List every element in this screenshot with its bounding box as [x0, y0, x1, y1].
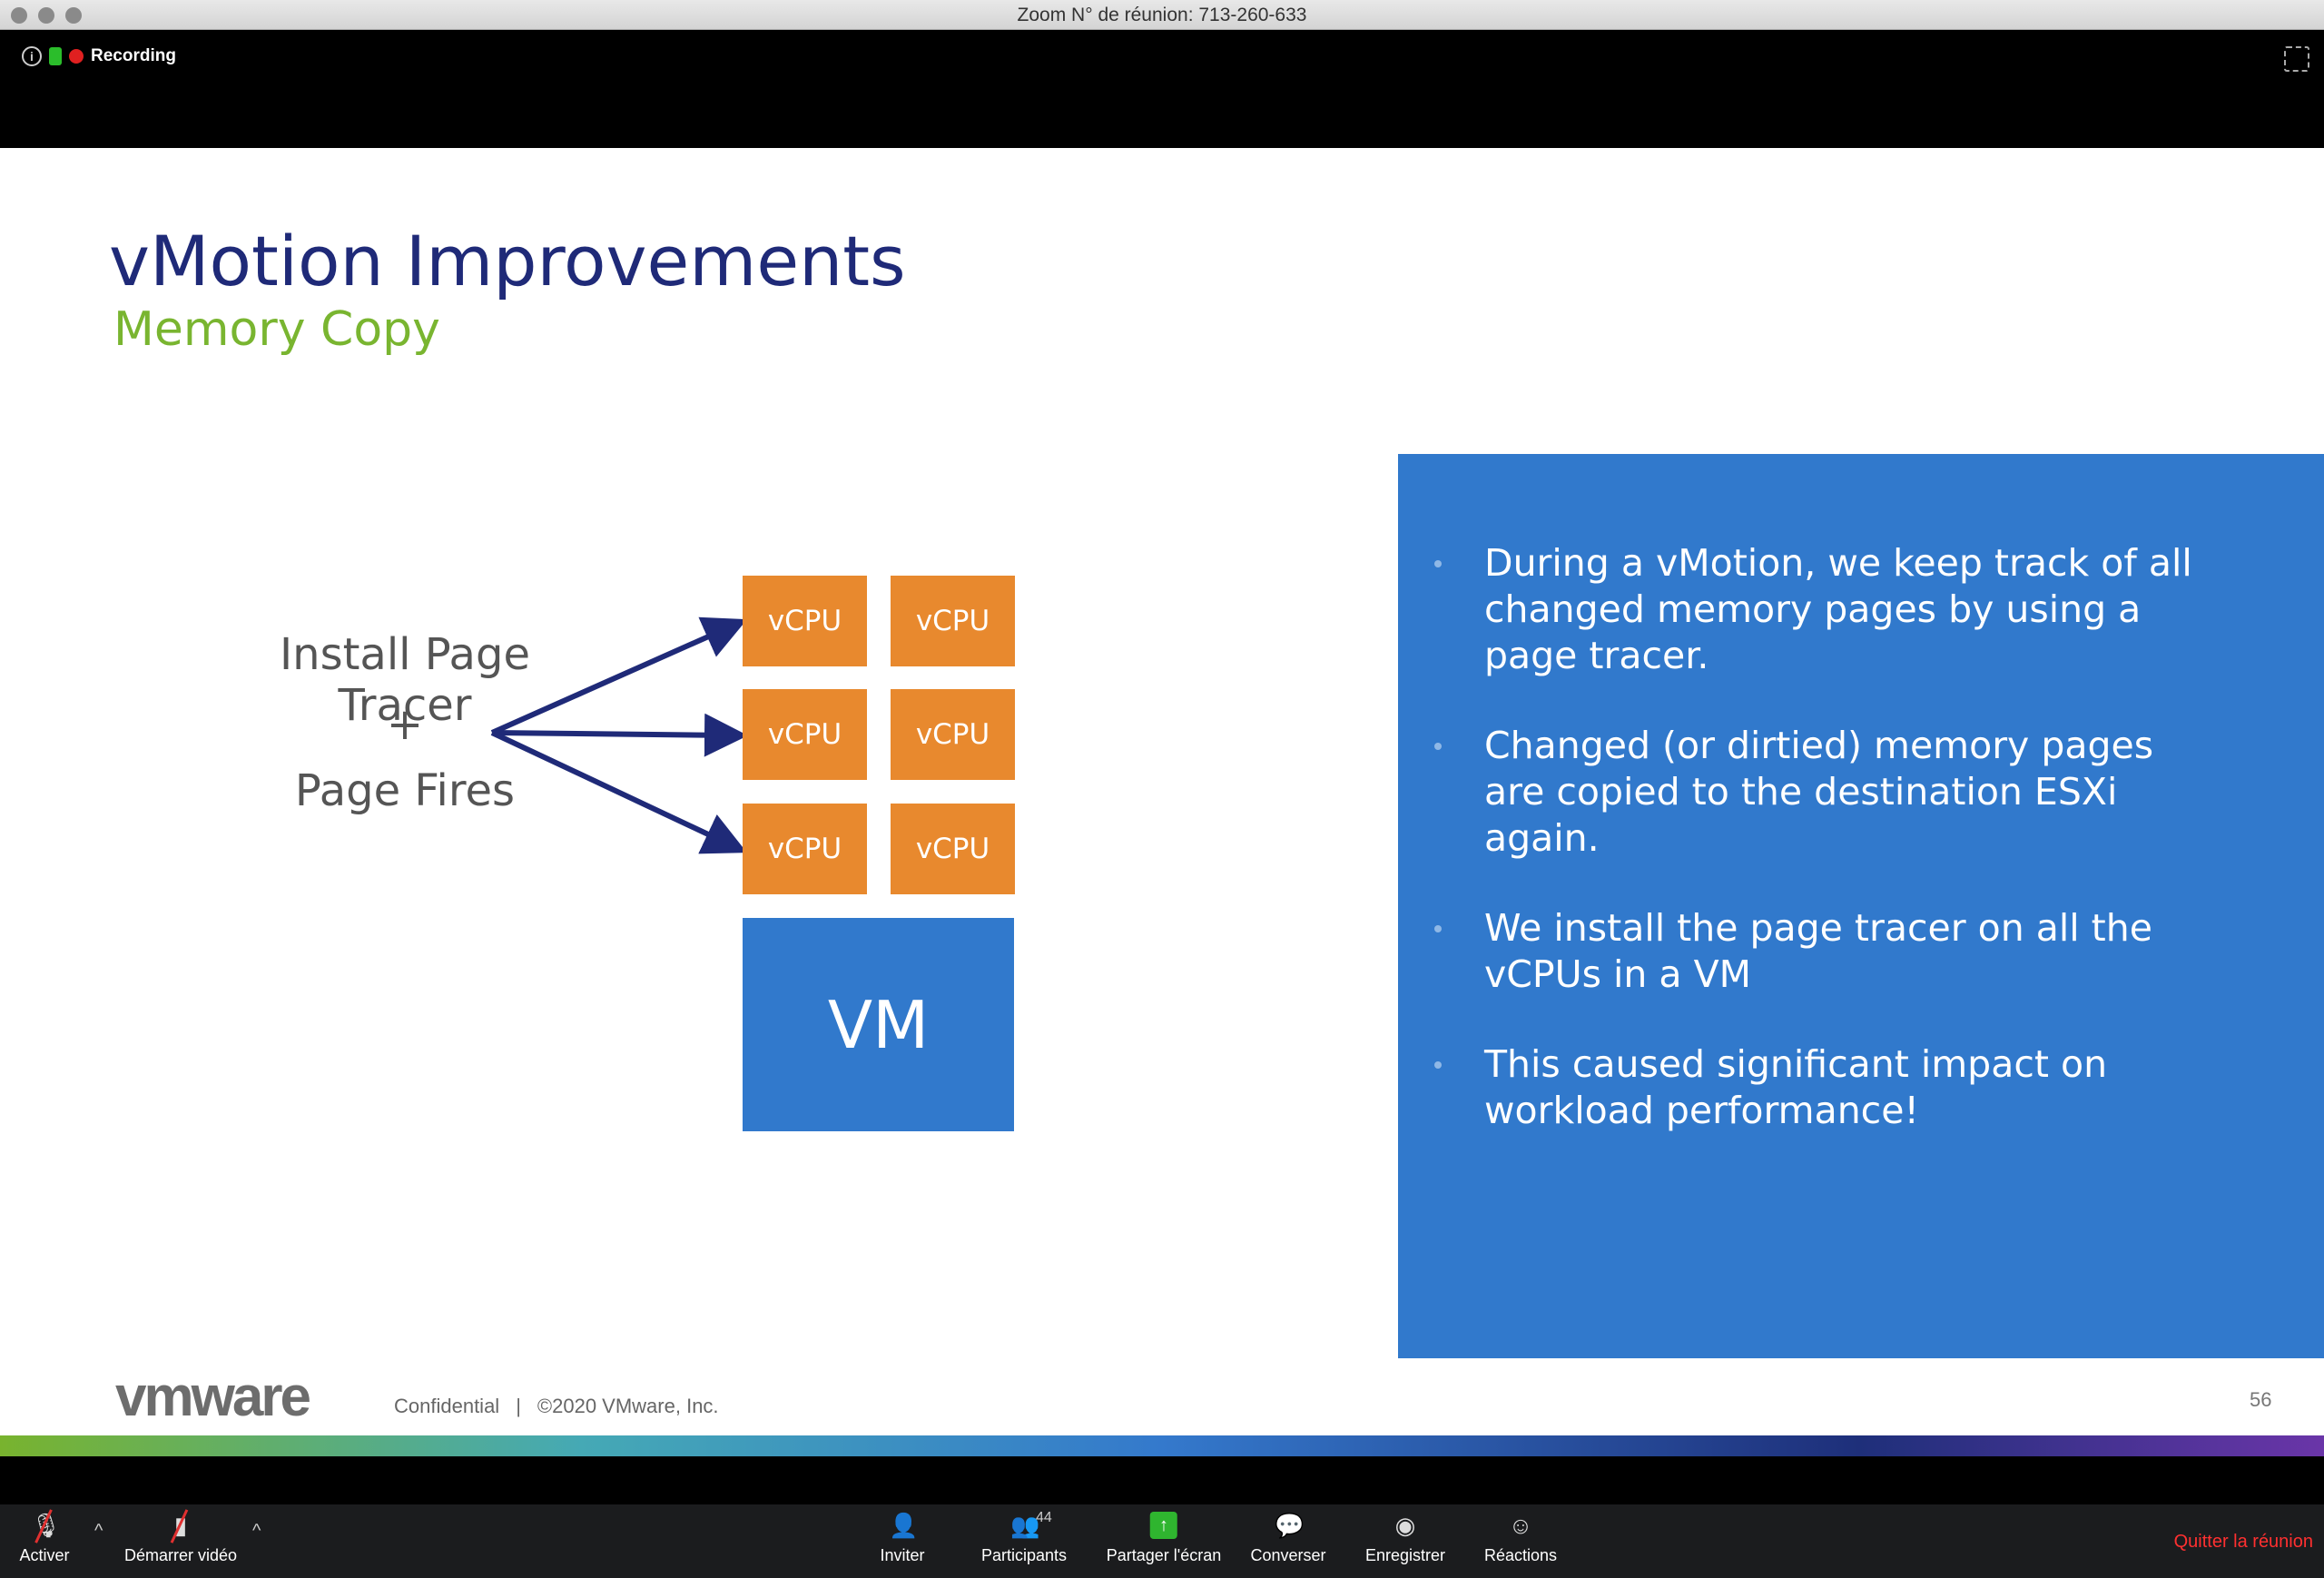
- chat-icon: 💬: [1275, 1512, 1305, 1539]
- window-title: Zoom N° de réunion: 713-260-633: [1017, 5, 1307, 25]
- arrow-top: [490, 616, 747, 735]
- meeting-topbar: i Recording: [0, 30, 2324, 148]
- bullet-item: We install the page tracer on all the vC…: [1434, 905, 2211, 998]
- vcpu-box: vCPU: [891, 689, 1015, 780]
- slide-title: vMotion Improvements: [109, 221, 906, 301]
- reactions-button[interactable]: ☺ Réactions: [1484, 1512, 1557, 1565]
- vcpu-box: vCPU: [743, 804, 867, 894]
- copyright-label: ©2020 VMware, Inc.: [537, 1395, 719, 1417]
- vcpu-box: vCPU: [743, 689, 867, 780]
- install-page-tracer-label: Install Page Tracer: [280, 629, 530, 731]
- recording-label: Recording: [91, 46, 176, 65]
- info-icon[interactable]: i: [22, 46, 42, 66]
- page-number: 56: [2250, 1388, 2272, 1411]
- slide-subtitle: Memory Copy: [113, 302, 440, 357]
- arrow-middle: [491, 713, 748, 757]
- vcpu-box: vCPU: [891, 576, 1015, 666]
- record-icon: ◉: [1394, 1512, 1416, 1539]
- vmware-logo: vmware: [115, 1366, 311, 1428]
- invite-label: Inviter: [880, 1546, 925, 1564]
- diagram-arrows: [490, 616, 748, 854]
- chat-label: Converser: [1250, 1546, 1326, 1564]
- window-controls[interactable]: [11, 7, 82, 24]
- vcpu-box: vCPU: [891, 804, 1015, 894]
- record-label: Enregistrer: [1364, 1546, 1446, 1564]
- audio-options-chevron-icon[interactable]: ^: [94, 1521, 103, 1541]
- window-titlebar: Zoom N° de réunion: 713-260-633: [0, 0, 2324, 30]
- add-user-icon: 👤: [889, 1512, 919, 1539]
- minimize-button[interactable]: [38, 7, 54, 24]
- bullet-item: Changed (or dirtied) memory pages are co…: [1434, 723, 2211, 862]
- participants-icon: 👥44: [1010, 1510, 1052, 1539]
- close-button[interactable]: [11, 7, 27, 24]
- share-label: Partager l'écran: [1106, 1546, 1222, 1564]
- recording-dot-icon: [69, 49, 84, 64]
- vcpu-box: vCPU: [743, 576, 867, 666]
- confidential-label: Confidential: [394, 1395, 500, 1417]
- shared-slide: vMotion Improvements Memory Copy Install…: [0, 148, 2324, 1435]
- plus-label: +: [386, 699, 424, 750]
- vm-box: VM: [743, 918, 1014, 1131]
- page-fires-label: Page Fires: [294, 765, 516, 816]
- bullet-item: This caused significant impact on worklo…: [1434, 1041, 2211, 1134]
- mute-button[interactable]: 🎙 Activer: [19, 1509, 70, 1565]
- video-label: Démarrer vidéo: [123, 1546, 238, 1564]
- record-button[interactable]: ◉ Enregistrer: [1365, 1512, 1445, 1565]
- video-off-icon: ▮: [167, 1509, 194, 1543]
- participants-label: Participants: [980, 1546, 1068, 1564]
- zoom-button[interactable]: [65, 7, 82, 24]
- leave-meeting-button[interactable]: Quitter la réunion: [2173, 1532, 2313, 1552]
- mute-label: Activer: [19, 1546, 70, 1564]
- chat-button[interactable]: 💬 Converser: [1250, 1512, 1325, 1565]
- invite-button[interactable]: 👤 Inviter: [880, 1512, 924, 1565]
- smiley-icon: ☺: [1508, 1512, 1533, 1539]
- bullet-panel: During a vMotion, we keep track of all c…: [1398, 454, 2324, 1358]
- participants-count: 44: [1035, 1510, 1052, 1525]
- arrow-bottom: [490, 730, 747, 854]
- bullet-item: During a vMotion, we keep track of all c…: [1434, 540, 2211, 679]
- start-video-button[interactable]: ▮ Démarrer vidéo: [123, 1509, 238, 1565]
- meeting-toolbar: 🎙 Activer ^ ▮ Démarrer vidéo ^ 👤 Inviter 👥4…: [0, 1504, 2324, 1578]
- slide-gradient-band: [0, 1435, 2324, 1456]
- microphone-muted-icon: 🎙: [31, 1509, 61, 1543]
- lock-icon[interactable]: [49, 47, 62, 65]
- share-screen-button[interactable]: ↑ Partager l'écran: [1106, 1512, 1222, 1565]
- reactions-label: Réactions: [1483, 1546, 1558, 1564]
- share-screen-icon: ↑: [1149, 1512, 1177, 1539]
- fullscreen-icon[interactable]: [2284, 46, 2309, 72]
- slide-footer: Confidential | ©2020 VMware, Inc.: [394, 1395, 719, 1418]
- video-options-chevron-icon[interactable]: ^: [252, 1521, 261, 1541]
- footer-separator: |: [516, 1395, 521, 1417]
